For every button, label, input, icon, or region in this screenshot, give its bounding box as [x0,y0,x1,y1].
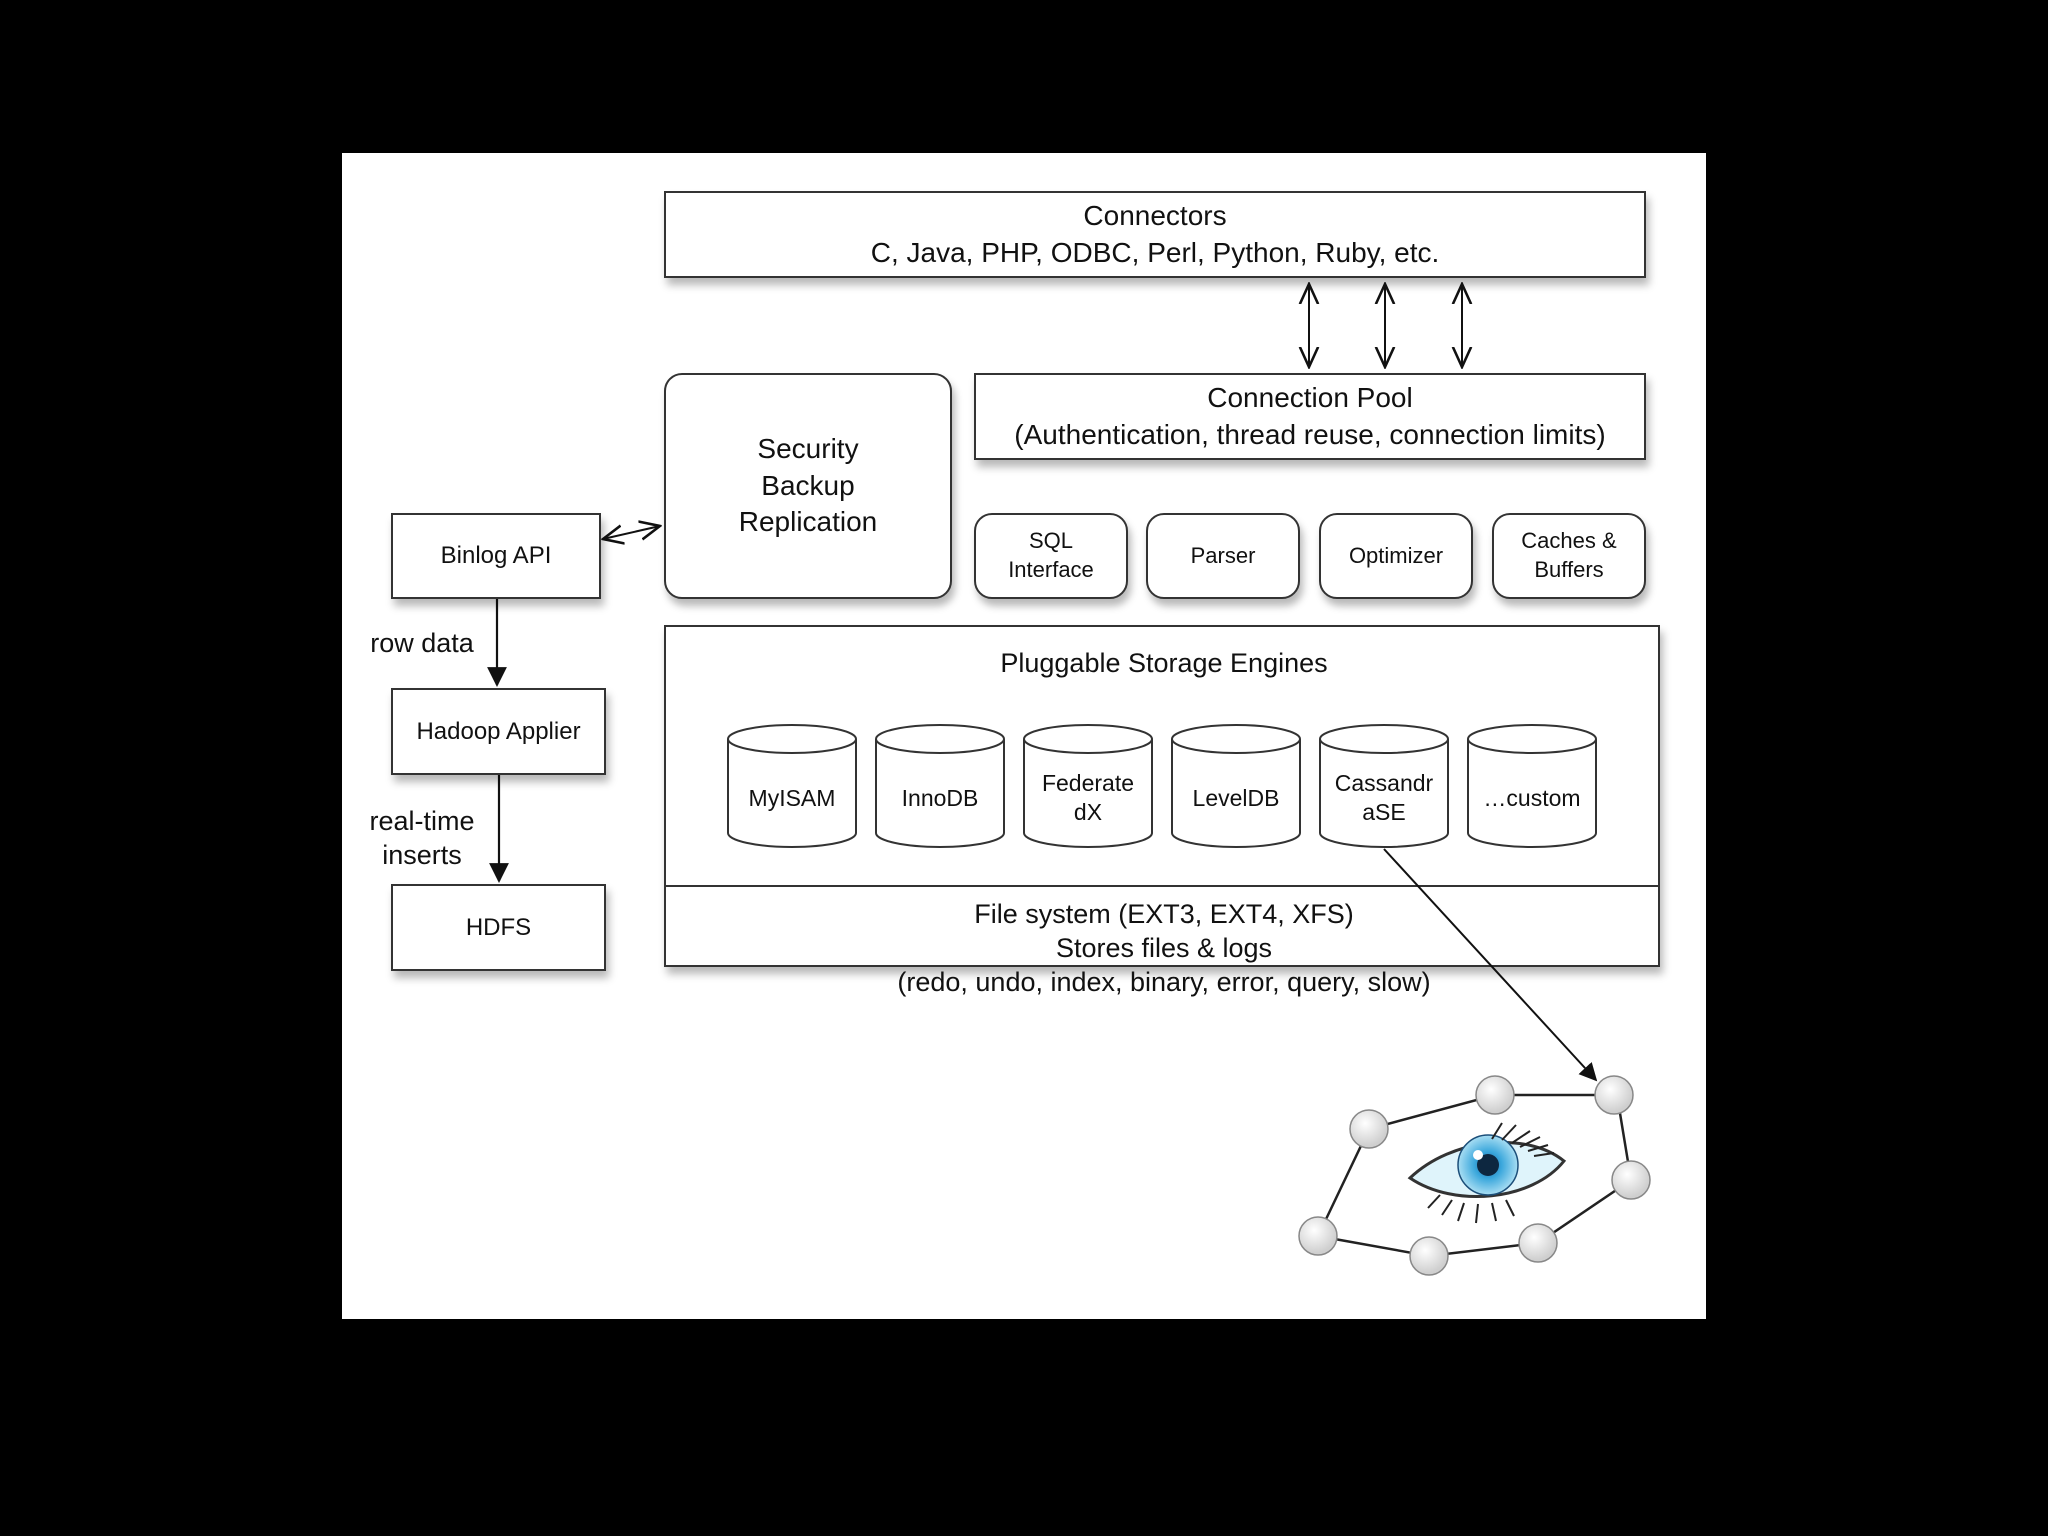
engine-label-innodb: InnoDB [901,784,979,811]
engine-label-cassandrase: Cassandr aSE [1334,770,1434,825]
storage-engines-title: Pluggable Storage Engines [1000,648,1328,678]
hdfs-label: HDFS [465,913,532,941]
realtime-line-2: inserts [382,839,462,870]
security-backup-replication-box: Security Backup Replication [664,373,952,599]
parser-box: Parser [1146,513,1300,599]
cylinder-myisam [727,724,857,848]
cylinder-custom [1467,724,1597,848]
hdfs-box: HDFS [391,884,606,971]
panel-divider [666,885,1658,887]
connectors-box: Connectors C, Java, PHP, ODBC, Perl, Pyt… [664,191,1646,278]
caches-buffers-box: Caches & Buffers [1492,513,1646,599]
replication-line: Replication [738,506,878,538]
connectors-subtitle: C, Java, PHP, ODBC, Perl, Python, Ruby, … [870,236,1440,268]
cassandra-eye-ring-icon [1298,1075,1651,1276]
optimizer-box: Optimizer [1319,513,1473,599]
engine-label-myisam: MyISAM [748,784,836,811]
architecture-diagram: Connectors C, Java, PHP, ODBC, Perl, Pyt… [342,153,1706,1319]
sql-interface-label: SQL Interface [1008,528,1094,582]
binlog-security-arrow [603,526,660,539]
backup-line: Backup [761,469,855,501]
diagram-graphics [487,153,1651,1276]
filesystem-block: File system (EXT3, EXT4, XFS) Stores fil… [666,897,1662,999]
engine-label-federatedx: Federate dX [1041,770,1135,825]
cylinder-innodb [875,724,1005,848]
engine-cylinders [727,724,1597,848]
binlog-api-box: Binlog API [391,513,601,599]
connection-pool-subtitle: (Authentication, thread reuse, connectio… [1014,418,1606,450]
row-data-label: row data [370,628,474,658]
hadoop-applier-box: Hadoop Applier [391,688,606,775]
cylinder-federatedx [1023,724,1153,848]
optimizer-label: Optimizer [1348,542,1444,568]
filesystem-line-1: File system (EXT3, EXT4, XFS) [974,899,1354,929]
connection-pool-box: Connection Pool (Authentication, thread … [974,373,1646,460]
parser-label: Parser [1190,542,1256,568]
sql-interface-box: SQL Interface [974,513,1128,599]
security-line: Security [757,433,859,465]
cassandra-link-arrow [1383,848,1598,1082]
filesystem-line-2: Stores files & logs [1055,933,1273,964]
binlog-api-label: Binlog API [440,542,552,570]
cylinder-leveldb [1171,724,1301,848]
realtime-inserts-label: real-time inserts [358,805,486,873]
caches-buffers-label: Caches & Buffers [1521,528,1617,582]
connectors-title: Connectors [1083,200,1227,232]
realtime-line-1: real-time [369,806,475,836]
engine-label-leveldb: LevelDB [1192,784,1280,811]
filesystem-line-3: (redo, undo, index, binary, error, query… [897,967,1431,998]
connector-pool-arrows [1309,284,1462,367]
connection-pool-title: Connection Pool [1207,382,1413,414]
engine-label-custom: …custom [1483,784,1581,811]
cylinder-cassandrase [1319,724,1449,848]
hadoop-applier-label: Hadoop Applier [416,717,581,745]
